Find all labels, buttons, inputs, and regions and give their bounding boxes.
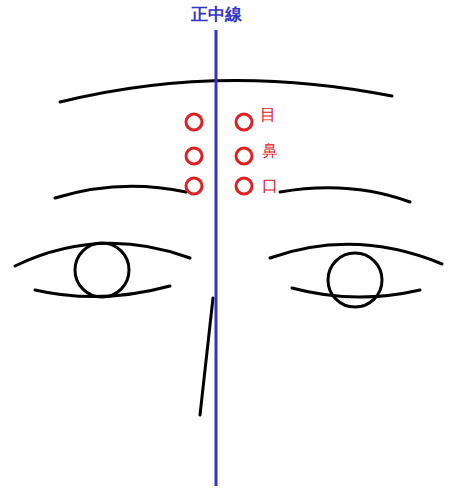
left-upper-eyelid <box>15 243 190 266</box>
right-lower-eyelid <box>292 288 420 297</box>
nose-line <box>200 298 213 415</box>
point-label: 目 <box>260 107 276 123</box>
right-eyebrow <box>280 188 410 202</box>
point-label: 口 <box>262 178 278 194</box>
left-lower-eyelid <box>35 286 170 297</box>
point-label: 鼻 <box>262 143 278 159</box>
point-marker <box>236 148 252 164</box>
point-marker <box>186 178 202 194</box>
left-eye <box>75 243 129 297</box>
left-eyebrow <box>55 186 186 198</box>
forehead-line <box>60 80 392 102</box>
point-marker <box>186 114 202 130</box>
point-marker <box>236 114 252 130</box>
right-eye <box>328 253 382 307</box>
point-marker <box>236 178 252 194</box>
midline-label: 正中線 <box>191 6 242 23</box>
point-marker <box>186 148 202 164</box>
midline <box>215 30 218 486</box>
